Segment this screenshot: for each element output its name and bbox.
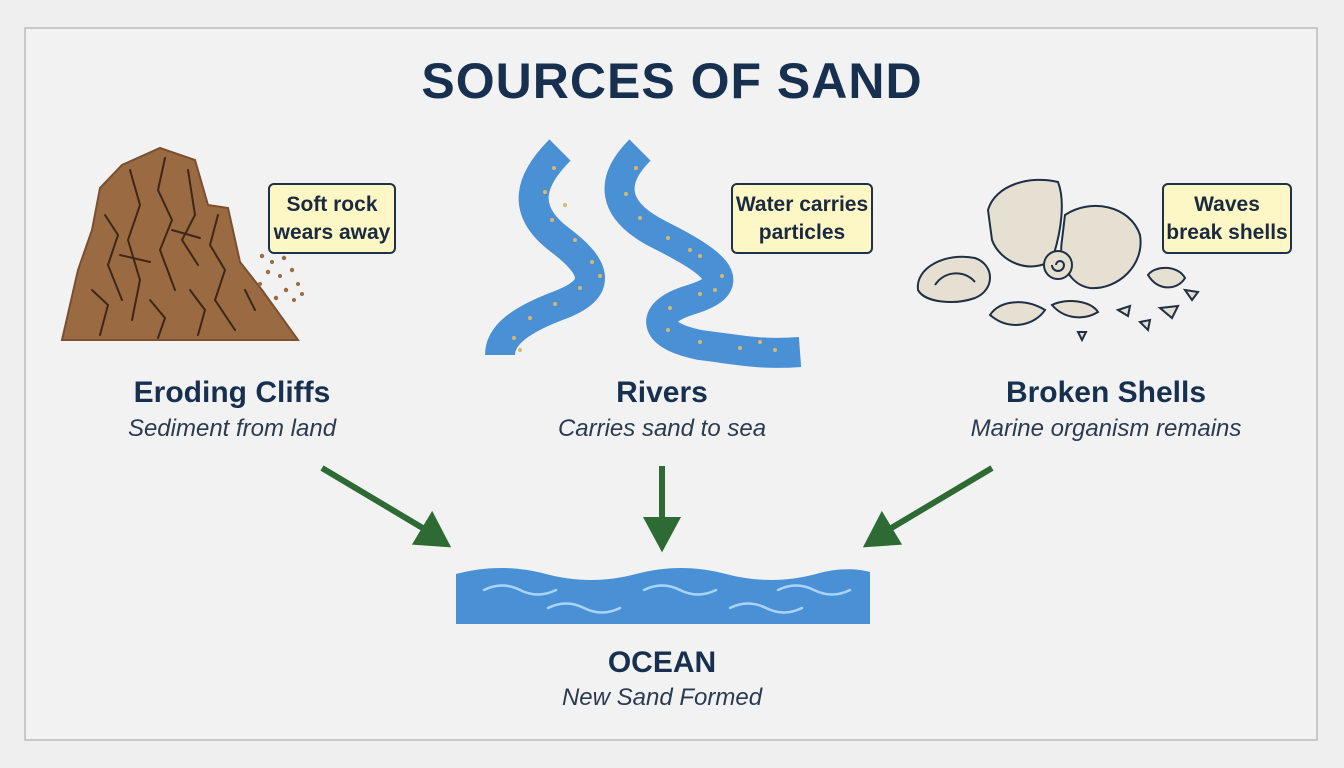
- source-name-eroding-cliffs: Eroding Cliffs: [133, 376, 331, 409]
- callout-text: Waves break shells: [1166, 193, 1288, 244]
- cliff-icon: [60, 146, 304, 341]
- arrow-cliffs-to-ocean: [320, 465, 428, 533]
- arrow-shells-to-ocean: [886, 465, 994, 533]
- callout-text: Soft rock wears away: [273, 193, 391, 244]
- callout-text: Water carries particles: [735, 193, 869, 244]
- arrow-shells-head: [862, 510, 903, 548]
- source-name-rivers: Rivers: [616, 376, 708, 409]
- diagram-title: SOURCES OF SAND: [421, 53, 923, 109]
- ocean-desc: New Sand Formed: [561, 684, 763, 711]
- source-desc-rivers: Carries sand to sea: [557, 415, 767, 442]
- arrow-cliffs-head: [411, 510, 452, 548]
- callout-broken-shells: Waves break shells: [1162, 183, 1292, 254]
- source-name-broken-shells: Broken Shells: [1005, 376, 1207, 409]
- ocean-icon: [456, 568, 870, 624]
- source-desc-broken-shells: Marine organism remains: [970, 415, 1242, 442]
- ocean-label: OCEAN: [607, 646, 717, 679]
- arrow-rivers-head: [642, 517, 682, 553]
- river-icon: [485, 139, 802, 368]
- callout-rivers: Water carries particles: [731, 183, 873, 254]
- shells-icon: [916, 178, 1200, 343]
- flow-arrows: [320, 465, 994, 553]
- source-desc-eroding-cliffs: Sediment from land: [127, 415, 337, 442]
- callout-eroding-cliffs: Soft rock wears away: [268, 183, 396, 254]
